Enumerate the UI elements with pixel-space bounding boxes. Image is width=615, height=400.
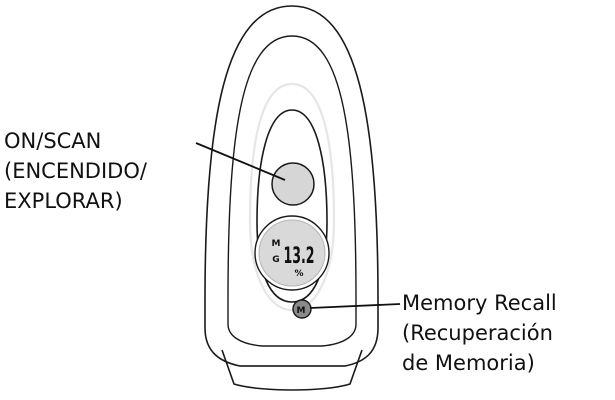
inner-ring xyxy=(248,82,336,312)
scan-button[interactable] xyxy=(271,162,315,206)
lcd-display: M G 13.2 % xyxy=(254,215,330,291)
memory-callout-label: Memory Recall (Recuperación de Memoria) xyxy=(402,288,557,378)
lcd-mode-top: M xyxy=(272,239,281,249)
lcd-unit: % xyxy=(294,269,303,279)
lcd-mode-bottom: G xyxy=(272,255,279,265)
scan-callout-line-1: ON/SCAN xyxy=(4,129,102,153)
lcd-screen xyxy=(258,219,326,287)
device-bottom-lip xyxy=(221,349,363,391)
memory-callout-line-1: Memory Recall xyxy=(402,291,557,315)
scan-callout-line-2: (ENCENDIDO/ xyxy=(4,159,147,183)
scan-callout-line-3: EXPLORAR) xyxy=(4,189,123,213)
memory-callout-line-2: (Recuperación xyxy=(402,321,553,345)
memory-callout-line-3: de Memoria) xyxy=(402,351,535,375)
scan-leader-line xyxy=(195,142,286,181)
memory-leader-line xyxy=(309,303,401,309)
memory-button-glyph: M xyxy=(297,306,306,316)
scan-callout-label: ON/SCAN (ENCENDIDO/ EXPLORAR) xyxy=(4,126,147,216)
lcd-reading: 13.2 xyxy=(284,244,315,269)
memory-recall-button[interactable]: M xyxy=(292,299,312,319)
